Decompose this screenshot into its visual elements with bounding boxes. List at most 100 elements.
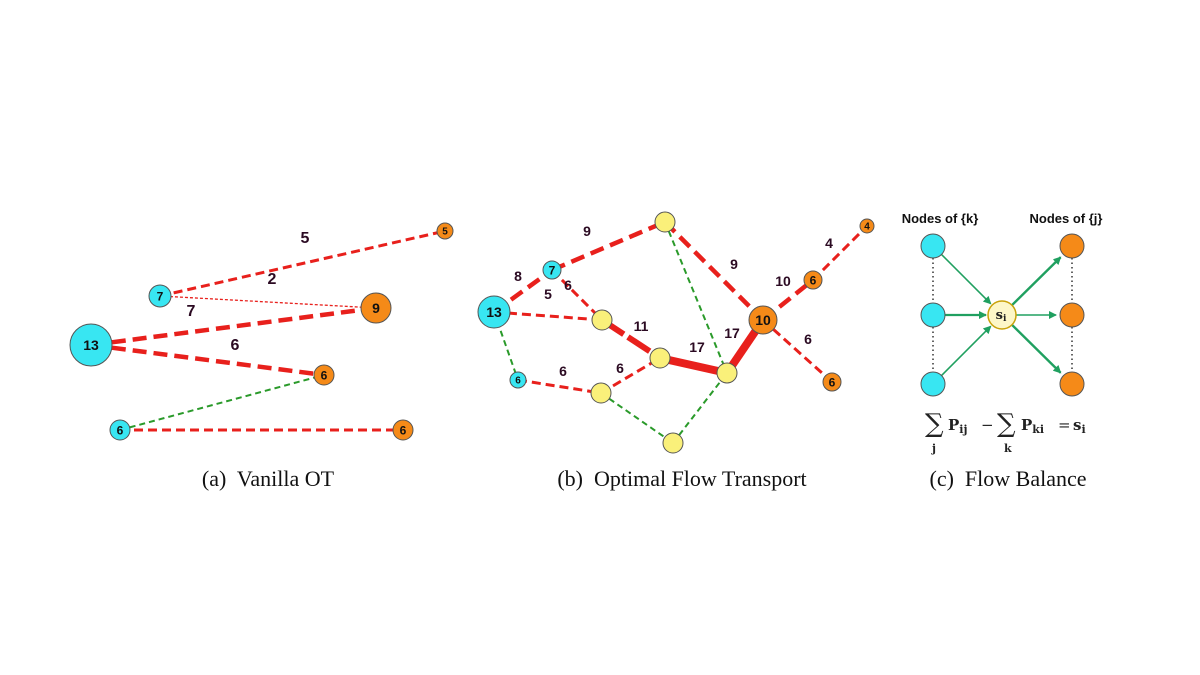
caption-optimal-flow-transport: (b) Optimal Flow Transport (557, 466, 806, 491)
flow-arrow (1009, 256, 1062, 308)
node-j-0 (1059, 233, 1085, 259)
flow-arrow (1009, 322, 1062, 374)
edge-label-a13-a9: 7 (187, 303, 196, 320)
node-label-b4: 4 (864, 222, 870, 233)
flow-balance-graph: si (920, 233, 1085, 397)
node-source-b7 (542, 260, 562, 280)
caption-vanilla-ot: (a) Vanilla OT (202, 466, 335, 491)
node-sink-b10 (748, 305, 778, 335)
node-label-b10: 10 (755, 312, 771, 328)
edge-a7-a9 (159, 295, 377, 309)
formula-index-j: j (931, 442, 936, 455)
edge-b6s-bY4 (517, 378, 602, 395)
edge-a13-a6t (90, 342, 325, 378)
formula-term-pki: Pki (1021, 416, 1044, 436)
header-nodes-j: Nodes of {j} (1030, 211, 1103, 226)
node-source-a13 (69, 323, 113, 367)
flow-arrow (940, 253, 992, 305)
formula-rhs-si: si (1073, 416, 1086, 436)
edge-label-b13-bY2: 5 (544, 286, 552, 302)
center-node-label: si (996, 308, 1007, 324)
node-label-a5: 5 (442, 227, 448, 238)
edge-label-bY1-b10: 9 (730, 256, 738, 272)
panel-flow-balance: Nodes of {k} Nodes of {j} si ∑ j Pij − ∑… (902, 211, 1103, 455)
node-relay-bY1 (654, 211, 676, 233)
edge-label-a7-a9: 2 (268, 271, 277, 288)
edge-label-b13-b7: 8 (514, 268, 522, 284)
node-relay-bY3 (649, 347, 671, 369)
node-label-b6m: 6 (810, 273, 817, 287)
node-label-b7: 7 (549, 263, 556, 277)
node-sink-b6b (822, 372, 842, 392)
edge-b10-b6b (761, 318, 834, 384)
formula-equals: = (1058, 416, 1071, 434)
edge-a13-a9 (90, 305, 377, 348)
node-label-b6b: 6 (829, 375, 836, 389)
edge-label-bY2-bY3: 11 (634, 318, 649, 334)
formula-sum-j: ∑ (925, 409, 944, 439)
formula-term-pij: Pij (948, 416, 967, 436)
node-sink-a9 (360, 292, 392, 324)
edge-a7-a5 (159, 229, 446, 298)
edge-a6s-a6t (119, 374, 325, 431)
edge-b7-bY1 (551, 219, 666, 273)
edge-label-a13-a6t: 6 (231, 337, 240, 354)
panel-vanilla-ot: 5 2 7 6 13 7 6 5 9 6 6 (69, 222, 454, 441)
node-label-a13: 13 (83, 337, 99, 353)
node-k-0 (920, 233, 946, 259)
node-source-a7 (148, 284, 172, 308)
edge-label-b10-b6m: 10 (775, 273, 791, 289)
edge-label-b7-bY1: 9 (583, 223, 591, 239)
edge-b6m-b4 (811, 224, 869, 282)
edge-label-b10-b6b: 6 (804, 331, 812, 347)
flow-arrow (940, 325, 992, 377)
node-k-2 (920, 371, 946, 397)
node-sink-a6t (313, 364, 335, 386)
edge-b7-bY2 (550, 268, 604, 322)
node-label-b13: 13 (486, 304, 502, 320)
node-label-a9: 9 (372, 300, 380, 316)
node-sink-a5 (436, 222, 454, 240)
header-nodes-k: Nodes of {k} (902, 211, 979, 226)
node-label-a6t: 6 (321, 368, 328, 382)
formula-index-k: k (1004, 442, 1012, 455)
node-relay-bY4 (590, 382, 612, 404)
node-relay-bY5 (716, 362, 738, 384)
edge-bY6-bY5 (672, 372, 728, 444)
edge-label-a7-a5: 5 (301, 230, 310, 247)
edge-label-bY5-b10: 17 (724, 325, 740, 341)
caption-flow-balance: (c) Flow Balance (930, 466, 1087, 491)
edge-label-b6s-bY4: 6 (559, 363, 567, 379)
formula-sum-k: ∑ (997, 409, 1016, 439)
edge-label-bY3-bY5: 17 (689, 339, 705, 355)
node-sink-b4 (859, 218, 875, 234)
node-j-1 (1059, 302, 1085, 328)
flow-balance-formula: ∑ j Pij − ∑ k Pki = si (925, 409, 1086, 455)
edge-bY1-b10 (663, 220, 765, 322)
node-sink-b6m (803, 270, 823, 290)
node-center-si (987, 300, 1017, 330)
edge-label-b7-bY2: 6 (564, 277, 572, 293)
edge-label-bY4-bY3: 6 (616, 360, 624, 376)
node-relay-bY2 (591, 309, 613, 331)
node-sink-a6b (392, 419, 414, 441)
edge-bY4-bY6 (600, 392, 674, 444)
formula-minus: − (981, 416, 994, 434)
node-label-a7: 7 (157, 289, 164, 303)
edge-bY4-bY3 (600, 356, 661, 395)
edge-bY3-bY5 (659, 354, 728, 377)
node-label-a6s: 6 (117, 423, 124, 437)
node-label-a6b: 6 (400, 423, 407, 437)
edge-bY2-bY3 (600, 317, 662, 361)
node-relay-bY6 (662, 432, 684, 454)
node-source-b6s (509, 371, 527, 389)
edge-label-b6m-b4: 4 (825, 235, 833, 251)
node-source-b13 (477, 295, 511, 329)
node-k-1 (920, 302, 946, 328)
node-label-b6s: 6 (515, 376, 521, 387)
node-j-2 (1059, 371, 1085, 397)
node-source-a6s (109, 419, 131, 441)
edge-bY1-bY5 (664, 221, 728, 374)
